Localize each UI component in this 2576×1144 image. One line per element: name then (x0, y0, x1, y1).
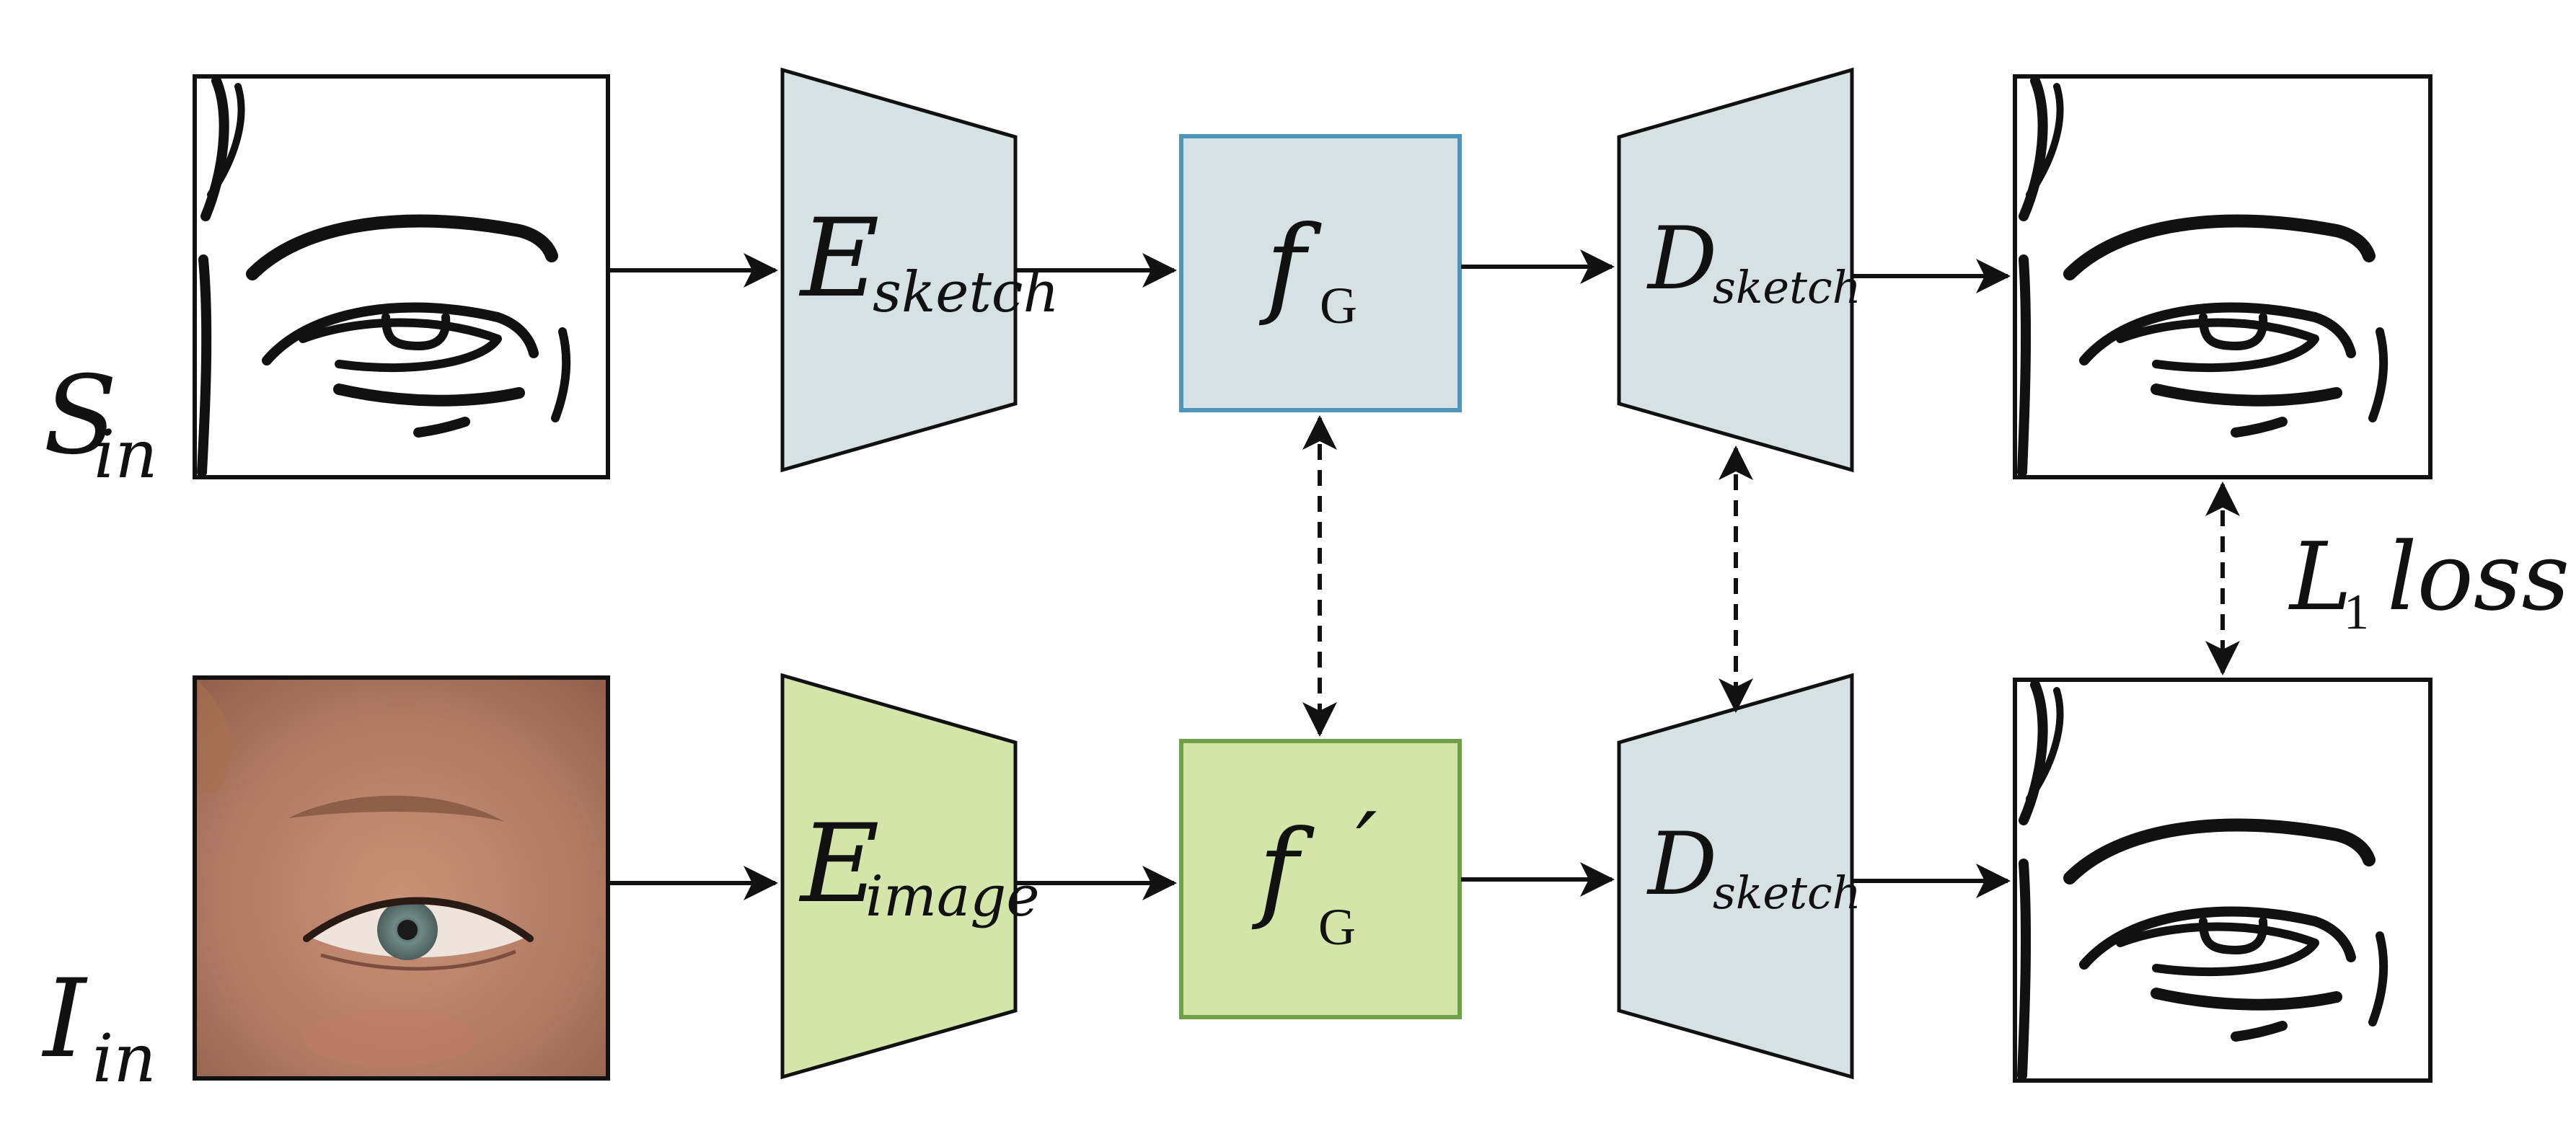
flow-arrows (609, 249, 2011, 900)
image-encoder-trapezoid (780, 673, 1018, 1080)
l1-loss-label: L 1 loss (2288, 522, 2570, 640)
image-input-symbol: I (41, 957, 88, 1082)
image-feature-box (1179, 739, 1462, 1019)
sketch-encoder-trapezoid (780, 67, 1018, 473)
sketch-feature-subscript: G (1320, 277, 1357, 334)
top-decoder-subscript: sketch (1713, 261, 1861, 314)
image-encoder-symbol: E (798, 802, 880, 927)
top-decoder-symbol: D (1646, 209, 1717, 309)
bottom-decoder-symbol: D (1646, 815, 1717, 915)
sketch-input-symbol: S (43, 353, 118, 479)
sketch-input-label: S in (43, 353, 158, 493)
image-input-photo (193, 675, 610, 1081)
top-decoder-trapezoid (1617, 67, 1854, 473)
image-encoder: E image (780, 673, 1040, 1080)
image-encoder-subscript: image (865, 864, 1040, 929)
image-feature-block: f ′ G (1179, 739, 1462, 1019)
sketch-encoder: E sketch (780, 67, 1059, 473)
bottom-decoder-subscript: sketch (1713, 866, 1861, 919)
sketch-input-image (193, 74, 610, 479)
image-input-subscript: in (92, 1020, 156, 1097)
image-feature-prime: ′ (1356, 792, 1377, 902)
loss-subscript: 1 (2344, 585, 2369, 640)
bottom-output-sketch (2013, 678, 2432, 1083)
top-decoder: D sketch (1617, 67, 1861, 473)
bottom-decoder-trapezoid (1617, 673, 1854, 1080)
correspondence-arrows (1302, 415, 2240, 737)
loss-symbol: L (2288, 522, 2352, 631)
loss-word: loss (2387, 522, 2570, 631)
sketch-input-subscript: in (94, 416, 158, 493)
bottom-decoder: D sketch (1617, 673, 1861, 1080)
sketch-encoder-symbol: E (798, 196, 880, 322)
sketch-feature-block: f G (1179, 134, 1462, 412)
image-input-label: I in (41, 957, 156, 1097)
top-output-sketch (2013, 74, 2432, 479)
sketch-feature-box (1179, 134, 1462, 412)
image-feature-subscript: G (1318, 898, 1356, 956)
